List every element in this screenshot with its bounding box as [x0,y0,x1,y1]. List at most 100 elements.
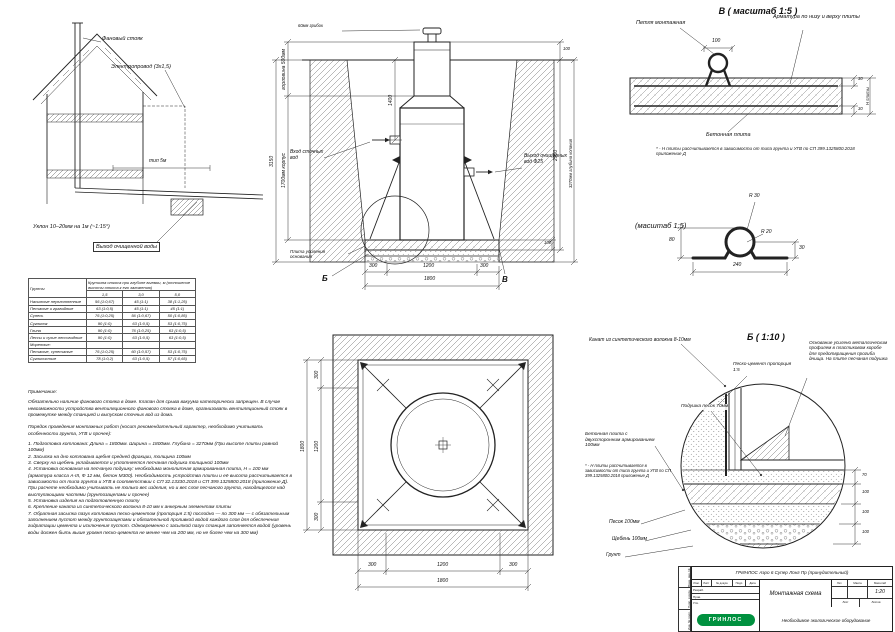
col-header-span: Крутизна откоса при глубине выемки, м (о… [86,277,196,292]
mounting-loop [704,52,732,87]
pipe-length-dim-line [112,165,211,171]
depth-header: 3,0 [122,290,160,299]
margin-cell: Подп. и дата [679,588,691,610]
plan-dim-1200-left: 1200 [314,440,320,452]
bent-bar-dims [677,201,799,276]
bottom-dim-1800: 1800 [424,276,436,282]
list-label: Лист [702,580,712,586]
detail-b-content [682,385,844,547]
reinforce-note: Основание усилено металлическим профилем… [809,340,888,362]
bent-bar-title: (масштаб 1:5) [635,221,687,230]
bottom-dim-1200: 1200 [423,263,435,269]
table-row: Моренные: [28,340,197,349]
base-layers [364,239,500,263]
marker-leaders [331,247,506,277]
soil-slope-table: Грунты Крутизна откоса при глубине выемк… [28,277,197,364]
pump-pit [170,198,204,216]
signature-header-row: Изм. Лист № докум. Подп. Дата [692,580,759,587]
detail-v-leaders [679,27,804,133]
poryadok-text: 1. Подготовка котлована: Длина = 1800мм.… [28,441,292,536]
house-drawing [32,22,264,247]
depth-header: 5,0 [158,290,197,299]
outlet-label: Выход очищенных вод Ф25 [524,153,568,165]
sheet-count-row: Лист Листов [832,599,892,607]
rope-label: Канат из синтетического волокна 8-10мм [589,337,691,343]
excavation-depth-dim: 3270мм глубина копания [568,138,573,188]
prov-row: Пров. [692,594,759,600]
bottom-dim-300-right: 300 [480,263,489,269]
table-subheader-row: 1,5 3,0 5,0 [29,290,197,299]
notes-block: Примечание: Обязательно наличие фанового… [28,390,292,537]
cover-dim-30-bottom: 30 [858,106,863,111]
anchor-ropes [369,156,495,240]
plan-dims [303,356,532,591]
roof-hatch [42,47,142,97]
signature-grid: Изм. Лист № докум. Подп. Дата Разраб. Пр… [692,580,760,607]
rebar-label: Арматура по низу и верху плиты [773,14,860,20]
gravel-layer [682,523,844,545]
base-plate-label: Плита усиления основания [290,249,326,260]
inlet-depth-dim: 1400 [388,94,394,106]
massa-label: Масса [848,580,868,586]
pipe-length-label: тип 5м [149,158,167,164]
sand-label: Песок 100мм [609,519,640,525]
plan-dim-300-left: 300 [368,562,377,568]
detail-v-dims [700,44,876,118]
masshtab-label: Масштаб [874,581,886,585]
label-leaders [323,29,523,255]
dimension-lines [272,38,578,290]
plan-dim-300-bottom: 300 [314,512,320,521]
sand-dim-100: 100 [862,509,869,514]
gravel-label: Щебень 100мм [612,536,648,542]
sand-cement-label: Песко-цемент пропорция 1:5 [733,362,793,374]
plate-thickness-dim: 100 [544,240,551,245]
lit-label: Лит. [832,580,848,586]
izm-label: Изм. [692,580,702,586]
sand-cushion-layer [682,469,844,485]
body-dim: 1700мм корпус [281,152,287,188]
plan-dim-1200-bottom: 1200 [437,562,449,568]
massa-value [848,587,868,598]
col-header-soil: Грунты [28,277,87,299]
concrete-plate-layer [682,483,844,505]
sand-layer-fill [682,504,844,524]
bent-bar-shape [691,226,789,260]
metal-profile-brace [739,425,790,461]
title-block-main: ГРИНЛОС Аэро 6 Супер Лонг Пр (принудител… [691,566,893,632]
detail-v-marker: В [502,275,508,284]
plan-dim-300-right: 300 [509,562,518,568]
soil-label: Грунт [606,552,621,558]
depth-dim: 2900 [553,149,559,161]
clean-water-outlet-label: Выход очищенной воды [93,242,161,253]
company-footer: Необходимое экологическое оборудование [781,617,871,623]
margin-cell: Инв. № подл. [679,610,691,631]
bar-dim-80: 80 [669,237,675,243]
main-pit-section: 3150 горловина 500мм 1700мм корпус 60мм … [262,18,582,318]
loop-label: Петля монтажная [636,20,686,26]
detail-v-drawing [629,27,876,133]
primechanie-title: Примечание: [28,390,57,395]
above-ground-dim: 100 [563,46,570,51]
detail-b-view: Б ( 1:10 ) Канат из синтетического волок… [585,318,893,573]
brand-cell: ГРИНЛОС [692,607,760,632]
fan-stack-pipe [72,22,83,188]
soil-layer [682,543,844,547]
total-height-dim: 3150 [269,155,275,167]
bottom-dim-300-left: 300 [369,263,378,269]
pit-drawing [272,27,578,290]
tank-plan [390,392,496,498]
sewer-pipe [74,187,264,200]
detail-v-title: В ( масштаб 1:5 ) [718,6,798,16]
grinlos-logo: ГРИНЛОС [696,614,755,626]
neck-dim: горловина 500мм [281,49,287,90]
detail-b-marker: Б [322,274,328,283]
cap-dim: 60мм грибок [298,23,323,28]
electric-cable [143,105,186,188]
data-label: Дата [749,581,756,585]
title-block-margin-strip: Взам. инв. № Подп. и дата Инв. № подл. [678,566,691,632]
product-designation: ГРИНЛОС Аэро 6 Супер Лонг Пр (принудител… [692,567,892,580]
plan-dim-1800-left: 1800 [300,440,306,452]
